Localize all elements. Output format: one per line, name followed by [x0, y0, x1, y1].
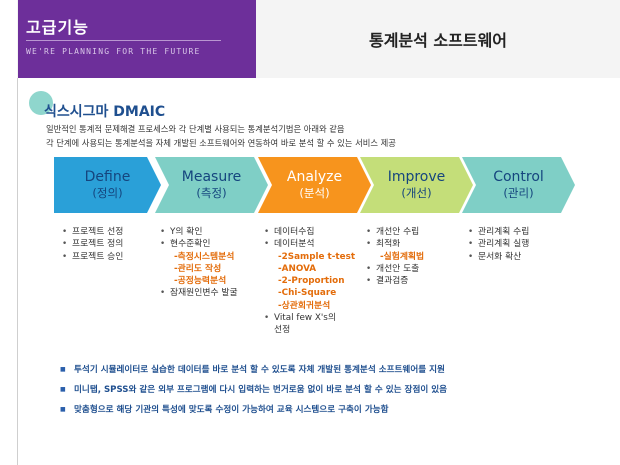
step-item: 개선안 수립 [366, 226, 424, 239]
feature-notes: 투석기 시뮬레이터로 실습한 데이터를 바로 분석 할 수 있도록 자체 개발된… [60, 360, 447, 420]
step-item: 문서화 확산 [468, 251, 529, 264]
note-item: 투석기 시뮬레이터로 실습한 데이터를 바로 분석 할 수 있도록 자체 개발된… [60, 360, 447, 380]
step-item: 데이터수집 [264, 226, 355, 239]
header-title: 고급기능 [26, 18, 89, 37]
phase-name: Define [84, 169, 131, 185]
step-item: 프로젝트 승인 [62, 251, 123, 264]
phase-improve: Improve(개선) [360, 157, 473, 213]
phase-name: Control [493, 169, 544, 185]
column-improve: 개선안 수립최적화-실험계획법개선안 도출결과검증 [366, 226, 425, 288]
phase-name: Improve [387, 169, 446, 185]
sub-technique-item: -측정시스템분석 [174, 251, 235, 262]
phase-measure: Measure(측정) [155, 157, 268, 213]
phase-name: Analyze [286, 169, 343, 185]
left-margin-line [17, 0, 18, 465]
intro-line: 일반적인 통계적 문제해결 프로세스와 각 단계별 사용되는 통계분석기법은 아… [46, 124, 345, 134]
sub-technique-item: -공정능력분석 [174, 276, 227, 287]
sub-technique-item: -ANOVA [278, 263, 317, 274]
sub-technique-item: -2Sample t-test [278, 251, 356, 262]
header-title-panel [18, 0, 256, 78]
section-bullet-icon [29, 91, 53, 115]
step-item: 현수준확인 [160, 238, 238, 251]
step-item: 관리계획 실행 [468, 238, 529, 251]
step-item: 데이터분석 [264, 238, 355, 251]
column-measure: Y의 확인현수준확인-측정시스템분석-관리도 작성 -공정능력분석잠재원인변수 발… [160, 226, 238, 300]
sub-technique-item: -관리도 작성 [174, 263, 222, 274]
note-item: 맞춤형으로 해당 기관의 특성에 맞도록 수정이 가능하여 교육 시스템으로 구… [60, 400, 447, 420]
step-item: Y의 확인 [160, 226, 238, 239]
column-control: 관리계획 수립관리계획 실행문서화 확산 [468, 226, 529, 263]
section-intro: 일반적인 통계적 문제해결 프로세스와 각 단계별 사용되는 통계분석기법은 아… [46, 122, 396, 150]
intro-line: 각 단계에 사용되는 통계분석을 자체 개발된 소프트웨어와 연동하여 바로 분… [46, 138, 396, 148]
sub-technique-item: -2-Proportion [278, 276, 345, 287]
phase-subtitle: (측정) [196, 186, 227, 200]
phase-subtitle: (정의) [92, 186, 123, 200]
page-title: 통계분석 소프트웨어 [368, 31, 508, 50]
sub-technique-item: -상관회귀분석 [278, 300, 331, 311]
section-title: 식스시그마 DMAIC [44, 104, 166, 120]
sub-technique-item: -실험계획법 [380, 251, 425, 262]
step-item: 관리계획 수립 [468, 226, 529, 239]
phase-analyze: Analyze(분석) [258, 157, 371, 213]
phase-subtitle: (분석) [299, 186, 330, 200]
step-item: 개선안 도출 [366, 263, 424, 276]
header-tagline: WE'RE PLANNING FOR THE FUTURE [26, 47, 201, 56]
step-item: 잠재원인변수 발굴 [160, 287, 238, 300]
step-item: 결과검증 [366, 275, 424, 288]
step-item: 최적화 [366, 238, 424, 251]
note-item: 미니탭, SPSS와 같은 외부 프로그램에 다시 입력하는 번거로움 없이 바… [60, 380, 447, 400]
phase-define: Define(정의) [54, 157, 161, 213]
phase-subtitle: (관리) [503, 186, 534, 200]
step-item: Vital few X's의 [264, 312, 355, 325]
column-analyze: 데이터수집데이터분석-2Sample t-test-ANOVA -2-Propor… [264, 226, 355, 337]
header-divider [26, 40, 221, 41]
sub-technique-item: -Chi-Square [278, 288, 337, 299]
phase-subtitle: (개선) [401, 186, 432, 200]
phase-name: Measure [181, 169, 242, 185]
phase-control: Control(관리) [462, 157, 575, 213]
step-item: 프로젝트 정의 [62, 238, 123, 251]
step-item: 프로젝트 선정 [62, 226, 123, 239]
step-item: 선정 [274, 325, 291, 336]
column-define: 프로젝트 선정프로젝트 정의프로젝트 승인 [62, 226, 123, 263]
